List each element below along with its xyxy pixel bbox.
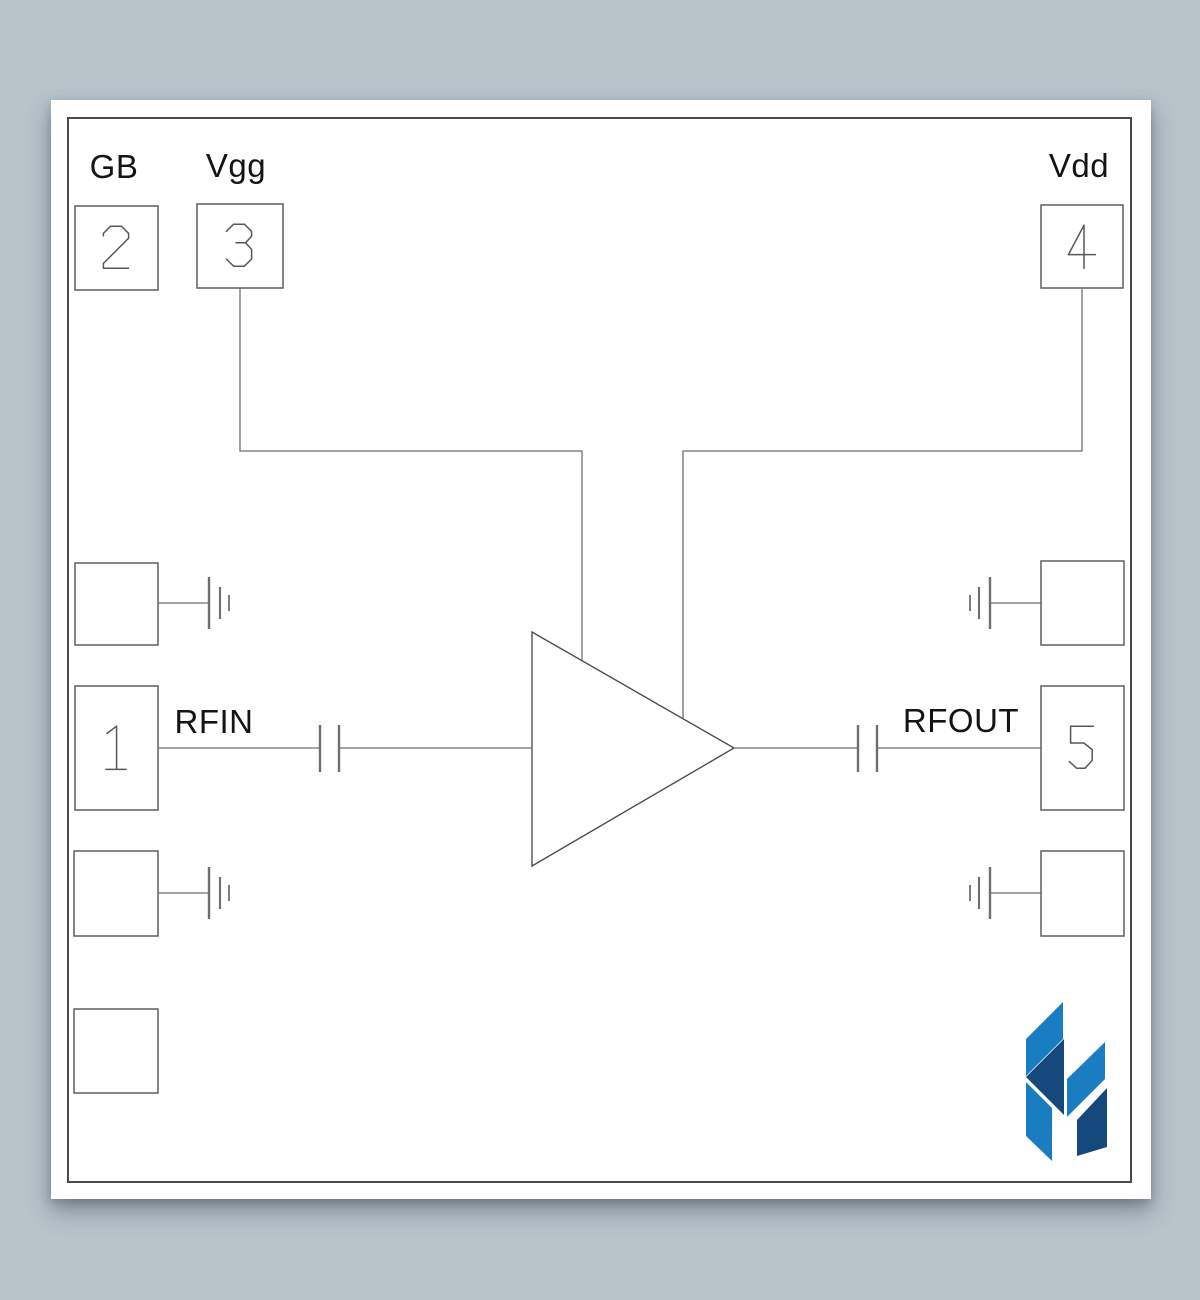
diagram-border [67, 117, 1132, 1183]
logo-bar-bottom-left [1026, 1082, 1052, 1161]
company-logo-icon [1026, 1002, 1107, 1161]
rfout-dc-block-capacitor-icon [856, 725, 879, 772]
ground-symbol-bottom-right-icon [969, 867, 1041, 919]
vdd-bias-wire [682, 289, 1083, 719]
pad-2-number [102, 225, 130, 269]
unconnected-pad-bottom-left [73, 1008, 159, 1094]
logo-bar-bottom-right [1077, 1088, 1107, 1156]
pad-5-number [1068, 725, 1095, 769]
ground-symbol-top-right-icon [969, 577, 1041, 629]
rfin-dc-block-capacitor-icon [318, 725, 341, 772]
amplifier-triangle-icon [531, 630, 736, 868]
ground-pad-top-left [74, 562, 159, 646]
vgg-label: Vgg [206, 147, 266, 184]
rfout-label: RFOUT [903, 702, 1019, 739]
ground-pad-top-right [1040, 560, 1125, 646]
gb-label: GB [90, 148, 139, 185]
rfin-label: RFIN [175, 703, 254, 740]
pad-4-number [1067, 224, 1097, 270]
functional-block-diagram: GB Vgg Vdd RFIN RFOUT [67, 117, 1132, 1183]
pad-3-vgg [196, 203, 284, 289]
vdd-label: Vdd [1049, 147, 1109, 184]
logo-diamond-center [1026, 1039, 1064, 1115]
ground-symbol-bottom-left-icon [158, 867, 230, 919]
ground-pad-bottom-left [73, 850, 159, 937]
pad-3-number [225, 223, 253, 267]
logo-band-right [1067, 1042, 1105, 1117]
datasheet-page: GB Vgg Vdd RFIN RFOUT [51, 100, 1151, 1199]
logo-band-upper-left [1026, 1002, 1063, 1076]
ground-symbol-top-left-icon [158, 577, 230, 629]
ground-pad-bottom-right [1040, 850, 1125, 937]
pad-5-rfout [1040, 685, 1125, 811]
vgg-bias-wire [239, 288, 583, 661]
pad-1-number [105, 725, 127, 771]
pad-4-vdd [1040, 204, 1124, 289]
pad-2-gb [74, 205, 159, 291]
